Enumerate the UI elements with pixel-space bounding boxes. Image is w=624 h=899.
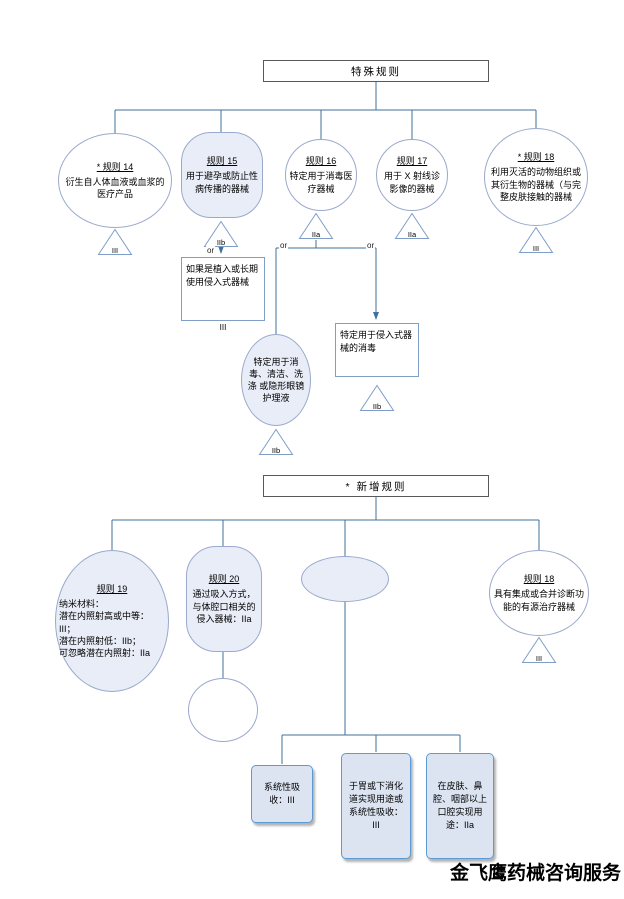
rule-16-class-triangle: IIa	[298, 212, 334, 240]
outcome-systemic-absorption-text: 系统性吸收：III	[263, 781, 300, 805]
rule-17-title: 规则 17	[396, 156, 428, 167]
rule-20-node: 规则 20 通过吸入方式，与体腔口相关的侵入器械：IIa	[186, 546, 262, 652]
rule-16-body: 特定用于消毒医疗器械	[289, 171, 353, 194]
watermark-text: 金飞鹰药械咨询服务	[450, 863, 622, 884]
rule-21-body: 具有集成或合并诊断功能的有源治疗器械	[493, 589, 584, 612]
special-rules-label: 特殊规则	[351, 65, 401, 78]
rule-16-title: 规则 16	[305, 156, 337, 167]
section-title-new-rules: * 新增规则	[263, 475, 489, 497]
rule-16-solutions-class-triangle: IIb	[258, 428, 294, 456]
rule-21-title: 规则 18	[523, 574, 555, 585]
outcome-systemic-absorption: 系统性吸收：III	[251, 765, 313, 823]
rule-20-body: 通过吸入方式，与体腔口相关的侵入器械：IIa	[192, 589, 256, 624]
outcome-stomach-lower-gi-text: 于胃或下消化道实现用途或系统性吸收：III	[348, 780, 403, 831]
rule-18-title: * 规则 18	[517, 152, 555, 163]
rule-18-class-triangle: III	[518, 226, 554, 254]
rule-18-class-label: III	[532, 243, 540, 253]
rule-15-class-label: IIb	[216, 237, 226, 247]
rule-19-title: 规则 19	[96, 584, 128, 595]
rule-16-solutions-body: 特定用于消毒、清洁、洗涤 或隐形眼镜护理液	[247, 356, 305, 404]
rule-21-class-label: III	[535, 653, 543, 663]
rule-16-node: 规则 16 特定用于消毒医疗器械	[285, 139, 357, 211]
or-connector-label-1: or	[206, 246, 216, 255]
rule-17-body: 用于 X 射线诊影像的器械	[383, 171, 440, 194]
empty-oval-under-rule-20	[188, 678, 258, 742]
rule-16-solutions-class-label: IIb	[271, 445, 281, 455]
rule-15-implant-rect: 如果是植入或长期使用侵入式器械	[181, 257, 265, 321]
rule-19-node: 规则 19 纳米材料： 潜在内照射高或中等：III； 潜在内照射低：IIb； 可…	[55, 550, 169, 692]
rule-15-implant-body: 如果是植入或长期使用侵入式器械	[186, 264, 259, 287]
empty-center-oval	[301, 556, 389, 602]
rule-17-node: 规则 17 用于 X 射线诊影像的器械	[376, 139, 448, 211]
rule-19-body: 纳米材料： 潜在内照射高或中等：III； 潜在内照射低：IIb； 可忽略潜在内照…	[59, 599, 151, 658]
rule-14-node: * 规则 14 衍生自人体血液或血浆的医疗产品	[58, 133, 172, 228]
section-title-special-rules: 特殊规则	[263, 60, 489, 82]
rule-16-invasive-disinfection-rect: 特定用于侵入式器械的消毒	[335, 323, 419, 377]
or-connector-label-2: or	[279, 241, 289, 250]
rule-18-body: 利用灭活的动物组织或其衍生物的器械（与完整皮肤接触的器械	[490, 167, 581, 202]
rule-14-class-label: III	[111, 245, 119, 255]
outcome-skin-nasal-oral: 在皮肤、鼻腔、咽部以上口腔实现用途：IIa	[426, 753, 494, 859]
rule-14-body: 衍生自人体血液或血浆的医疗产品	[65, 176, 165, 200]
rule-16-solutions-node: 特定用于消毒、清洁、洗涤 或隐形眼镜护理液	[241, 334, 311, 426]
outcome-stomach-lower-gi: 于胃或下消化道实现用途或系统性吸收：III	[341, 753, 411, 859]
rule-15-body: 用于避孕或防止性病传播的器械	[185, 171, 258, 194]
rule-17-class-label: IIa	[407, 229, 417, 239]
rule-16-class-label: IIa	[311, 229, 321, 239]
rule-16-invasive-class-triangle: IIb	[359, 384, 395, 412]
rule-15-implant-class-label: III	[219, 323, 227, 332]
rule-14-class-triangle: III	[97, 228, 133, 256]
rule-18-node: * 规则 18 利用灭活的动物组织或其衍生物的器械（与完整皮肤接触的器械	[484, 128, 588, 226]
rule-15-node: 规则 15 用于避孕或防止性病传播的器械	[181, 132, 263, 218]
or-connector-label-3: or	[366, 241, 376, 250]
rule-21-node: 规则 18 具有集成或合并诊断功能的有源治疗器械	[489, 550, 589, 636]
rule-15-class-triangle: IIb	[203, 220, 239, 248]
outcome-skin-nasal-oral-text: 在皮肤、鼻腔、咽部以上口腔实现用途：IIa	[432, 780, 487, 831]
rule-16-invasive-class-label: IIb	[372, 401, 382, 411]
rule-14-title: * 规则 14	[96, 161, 134, 172]
rule-15-title: 规则 15	[206, 156, 238, 167]
new-rules-label: * 新增规则	[345, 480, 407, 493]
rule-21-class-triangle: III	[521, 636, 557, 664]
rule-20-title: 规则 20	[208, 574, 240, 585]
rule-17-class-triangle: IIa	[394, 212, 430, 240]
rule-16-invasive-disinfection-body: 特定用于侵入式器械的消毒	[340, 330, 413, 353]
